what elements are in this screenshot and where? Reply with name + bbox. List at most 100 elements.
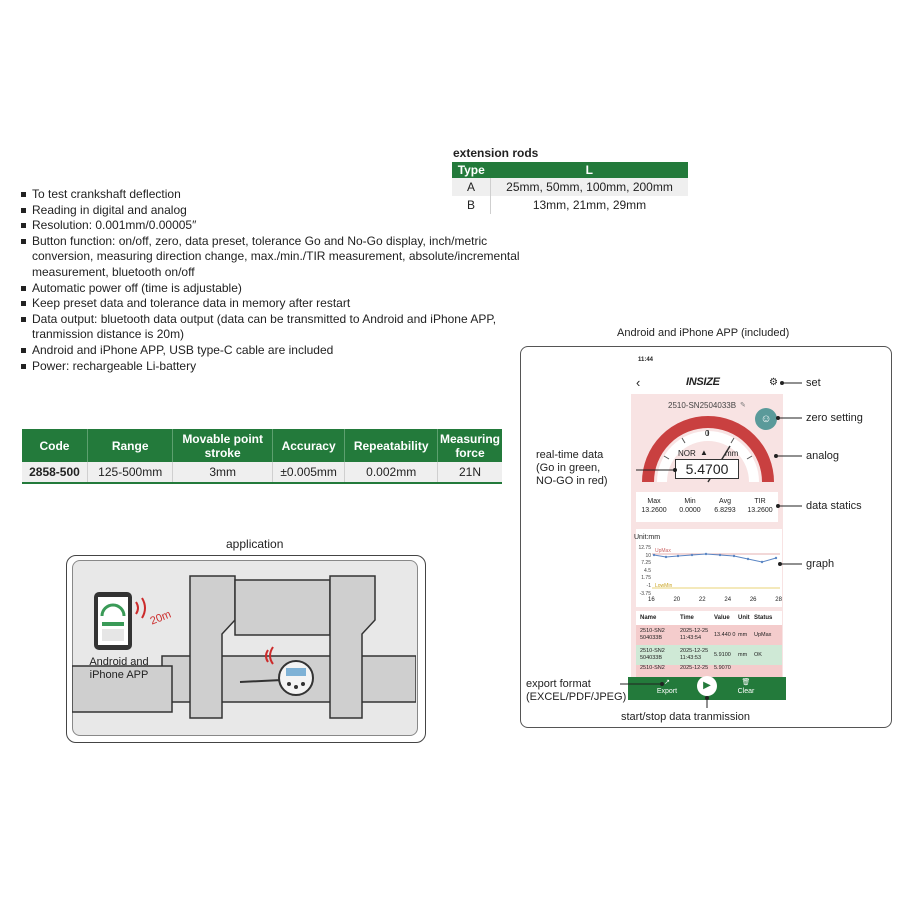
gauge-button-icon bbox=[287, 682, 291, 686]
mode-label: NOR bbox=[678, 449, 696, 458]
annotation-lines bbox=[620, 381, 802, 708]
col-status: Status bbox=[754, 615, 773, 621]
x-tick: 22 bbox=[698, 597, 706, 603]
play-button[interactable]: ▶ bbox=[697, 676, 717, 696]
leader-lines bbox=[620, 381, 802, 708]
gauge-button-icon bbox=[301, 682, 305, 686]
col-type: Type bbox=[452, 162, 491, 178]
export-label: Export bbox=[656, 688, 678, 695]
list-item: Power: rechargeable Li-battery bbox=[18, 359, 528, 375]
x-tick: 28 bbox=[775, 597, 782, 603]
application-illustration bbox=[72, 575, 416, 719]
col-repeatability: Repeatability bbox=[344, 429, 438, 462]
export-button[interactable]: ↗ Export bbox=[656, 678, 678, 696]
unit-label: mm bbox=[725, 449, 739, 458]
list-item: Data output: bluetooth data output (data… bbox=[18, 312, 528, 343]
col-stroke: Movable point stroke bbox=[172, 429, 273, 462]
graph-x-ticks: 16 20 22 24 26 28 bbox=[648, 597, 782, 603]
gauge-button-icon bbox=[294, 685, 298, 689]
annotation-realtime: real-time data (Go in green, NO-GO in re… bbox=[536, 449, 608, 487]
edit-icon[interactable]: ✎ bbox=[740, 402, 746, 409]
phone-bar bbox=[102, 622, 124, 626]
extension-rods-table: Type L A 25mm, 50mm, 100mm, 200mm B 13mm… bbox=[452, 162, 688, 214]
stat-label: TIR bbox=[754, 498, 766, 505]
y-tick: -3.75 bbox=[639, 590, 651, 597]
y-tick: 7.25 bbox=[641, 560, 651, 567]
annotation-export: export format (EXCEL/PDF/JPEG) bbox=[526, 678, 627, 703]
x-tick: 26 bbox=[749, 597, 757, 603]
y-tick: 10 bbox=[645, 552, 651, 559]
col-name: Name bbox=[640, 615, 657, 621]
table-row: B 13mm, 21mm, 29mm bbox=[452, 196, 688, 214]
gauge-ticks bbox=[663, 430, 753, 460]
code-cell: 2858-500 bbox=[22, 462, 88, 484]
feature-list: To test crankshaft deflection Reading in… bbox=[18, 187, 528, 374]
stat-avg: Avg 6.8293 bbox=[707, 497, 743, 515]
app-panel-frame bbox=[520, 346, 892, 728]
stat-label: Avg bbox=[719, 498, 731, 505]
y-tick: 12.75 bbox=[638, 545, 651, 551]
phone-gauge-icon bbox=[100, 603, 126, 617]
graph-box bbox=[636, 529, 782, 607]
stat-label: Max bbox=[647, 498, 661, 505]
y-tick: 4.5 bbox=[644, 567, 651, 574]
table-header-row: Type L bbox=[452, 162, 688, 178]
row-status: UpMax bbox=[754, 631, 772, 638]
stat-min: Min 0.0000 bbox=[672, 497, 708, 515]
table-row: A 25mm, 50mm, 100mm, 200mm bbox=[452, 178, 688, 196]
device-label: Android and iPhone APP bbox=[89, 656, 149, 681]
x-tick: 20 bbox=[673, 597, 681, 603]
table-header-row: Name Time Value Unit Status bbox=[636, 611, 782, 625]
stat-value: 13.2600 bbox=[747, 507, 773, 514]
list-item: Android and iPhone APP, USB type-C cable… bbox=[18, 343, 528, 359]
col-value: Value bbox=[714, 615, 730, 621]
upper-limit-label: UpMax bbox=[655, 548, 671, 554]
annotation-stats: data statics bbox=[806, 500, 862, 512]
graph-plot bbox=[652, 552, 780, 589]
y-tick: 1.75 bbox=[641, 575, 651, 582]
zero-setting-button[interactable]: ☺ bbox=[755, 408, 777, 430]
graph-series bbox=[653, 553, 777, 563]
annotation-set: set bbox=[806, 377, 821, 389]
type-cell: B bbox=[452, 196, 491, 214]
row-unit: mm bbox=[738, 631, 748, 638]
serial-label: 2510-SN2504033B bbox=[668, 401, 737, 410]
table-row: 2858-500 125-500mm 3mm ±0.005mm 0.002mm … bbox=[22, 462, 502, 484]
row-value: 5.9100 bbox=[714, 651, 731, 658]
force-cell: 21N bbox=[437, 462, 502, 484]
list-item: Button function: on/off, zero, data pres… bbox=[18, 234, 528, 281]
col-force: Measuring force bbox=[437, 429, 502, 462]
table-row[interactable]: 2510-SN2 2025-12-25 5.9070 bbox=[636, 665, 782, 677]
list-item: Resolution: 0.001mm/0.00005″ bbox=[18, 218, 528, 234]
stat-value: 13.2600 bbox=[641, 507, 667, 514]
gauge-rod bbox=[239, 679, 283, 683]
spec-table: Code Range Movable point stroke Accuracy… bbox=[22, 429, 502, 484]
table-row[interactable]: 2510-SN2 504033B 2025-12-25 11:43:53 5.9… bbox=[636, 645, 782, 665]
gear-icon[interactable]: ⚙ bbox=[769, 377, 778, 388]
table-row[interactable]: 2510-SN2 504033B 2025-12-25 11:43:54 13.… bbox=[636, 625, 782, 645]
type-cell: A bbox=[452, 178, 491, 196]
clear-button[interactable]: 🗑 Clear bbox=[735, 678, 757, 696]
x-tick: 24 bbox=[724, 597, 732, 603]
signal-wave-icon bbox=[269, 646, 274, 665]
stat-label: Min bbox=[684, 498, 696, 505]
range-cell: 125-500mm bbox=[87, 462, 174, 484]
data-table: Name Time Value Unit Status 2510-SN2 504… bbox=[636, 611, 782, 677]
export-icon: ↗ bbox=[664, 679, 670, 686]
x-tick: 16 bbox=[648, 597, 655, 603]
trash-icon: 🗑 bbox=[741, 679, 751, 686]
annotation-start-stop: start/stop data tranmission bbox=[621, 711, 751, 723]
brand-logo: INSIZE bbox=[686, 376, 720, 388]
col-code: Code bbox=[22, 429, 88, 462]
row-value: 5.9070 bbox=[714, 665, 731, 671]
gauge-arc bbox=[642, 416, 774, 483]
annotation-graph: graph bbox=[806, 558, 835, 570]
length-cell: 25mm, 50mm, 100mm, 200mm bbox=[490, 178, 688, 196]
stroke-cell: 3mm bbox=[172, 462, 273, 484]
stat-value: 0.0000 bbox=[679, 507, 701, 514]
row-name: 2510-SN2 bbox=[640, 665, 665, 671]
back-button[interactable]: ‹ bbox=[636, 375, 641, 390]
signal-wave-icon bbox=[141, 597, 146, 619]
list-item: Reading in digital and analog bbox=[18, 203, 528, 219]
row-time: 2025-12-25 11:43:54 bbox=[680, 628, 709, 641]
